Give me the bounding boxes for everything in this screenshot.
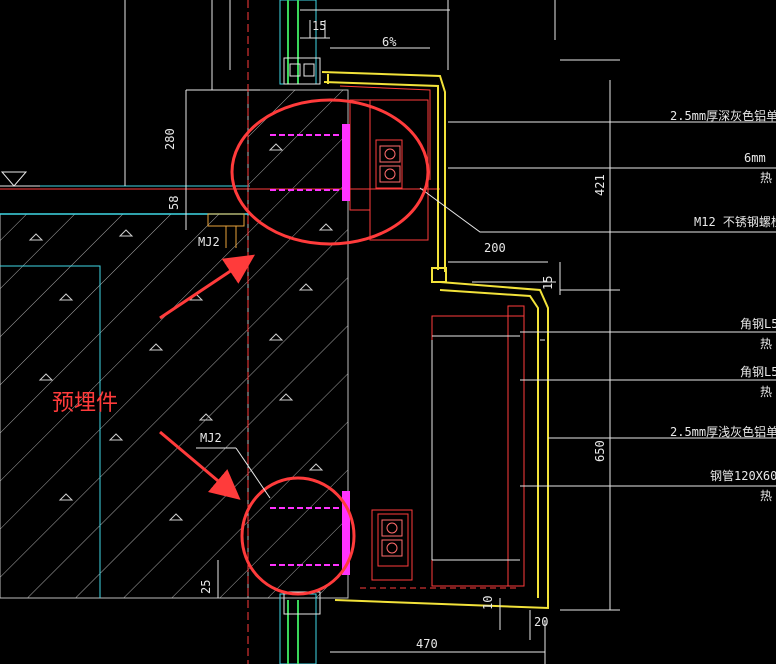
dim-200: 200 bbox=[484, 241, 506, 255]
anchor-bolts-lower bbox=[270, 491, 350, 575]
window-frame-top bbox=[279, 0, 321, 85]
dim-20: 20 bbox=[534, 615, 548, 629]
dim-25: 25 bbox=[199, 580, 213, 594]
level-marker bbox=[0, 171, 40, 187]
dim-650: 650 bbox=[593, 440, 607, 462]
dim-58: 58 bbox=[167, 196, 181, 210]
callout-10: 钢管120X60X bbox=[710, 468, 776, 483]
concrete-slab bbox=[0, 89, 349, 599]
aluminium-cladding-lower bbox=[334, 281, 549, 610]
callout-9: 2.5mm厚浅灰色铝单板 bbox=[670, 424, 776, 439]
dim-470: 470 bbox=[416, 637, 438, 651]
highlight-circle-lower bbox=[240, 476, 356, 596]
support-lines bbox=[431, 335, 545, 561]
bolt-symbols bbox=[379, 145, 403, 557]
top-dim-lines bbox=[300, 0, 556, 70]
steel-frame-lower bbox=[360, 305, 525, 589]
concrete-aggregate-marks bbox=[28, 143, 334, 521]
callout-leaders bbox=[185, 59, 776, 664]
dim-280: 280 bbox=[163, 128, 177, 150]
highlight-circle-upper bbox=[230, 98, 430, 246]
dim-top-15: 15 bbox=[312, 19, 326, 33]
callout-2: 6mm bbox=[744, 151, 766, 165]
callout-7: 角钢L50 bbox=[740, 365, 776, 379]
tag-mj2-lower: MJ2 bbox=[200, 431, 222, 445]
dim-15b: 15 bbox=[541, 276, 555, 290]
callout-11: 热 bbox=[760, 489, 772, 503]
dim-10: 10 bbox=[481, 596, 495, 610]
callout-3: 热 bbox=[760, 171, 772, 185]
callout-4: M12 不锈钢螺栓组件 bbox=[694, 214, 776, 229]
callout-5: 角钢L50 bbox=[740, 317, 776, 331]
arrow-to-lower bbox=[159, 430, 241, 500]
embedded-part-annotation: 预埋件 bbox=[52, 391, 118, 416]
tag-mj2-upper: MJ2 bbox=[198, 235, 220, 249]
callout-6: 热 bbox=[760, 337, 772, 351]
aluminium-cladding-upper bbox=[321, 71, 447, 283]
embedded-part-mj2-upper bbox=[207, 213, 245, 248]
slope-label: 6% bbox=[382, 35, 397, 49]
dim-421: 421 bbox=[593, 174, 607, 196]
callout-8: 热 bbox=[760, 385, 772, 399]
anchor-bolts-upper bbox=[270, 124, 350, 201]
callout-1: 2.5mm厚深灰色铝单板 bbox=[670, 108, 776, 123]
arrow-to-upper bbox=[159, 254, 255, 320]
